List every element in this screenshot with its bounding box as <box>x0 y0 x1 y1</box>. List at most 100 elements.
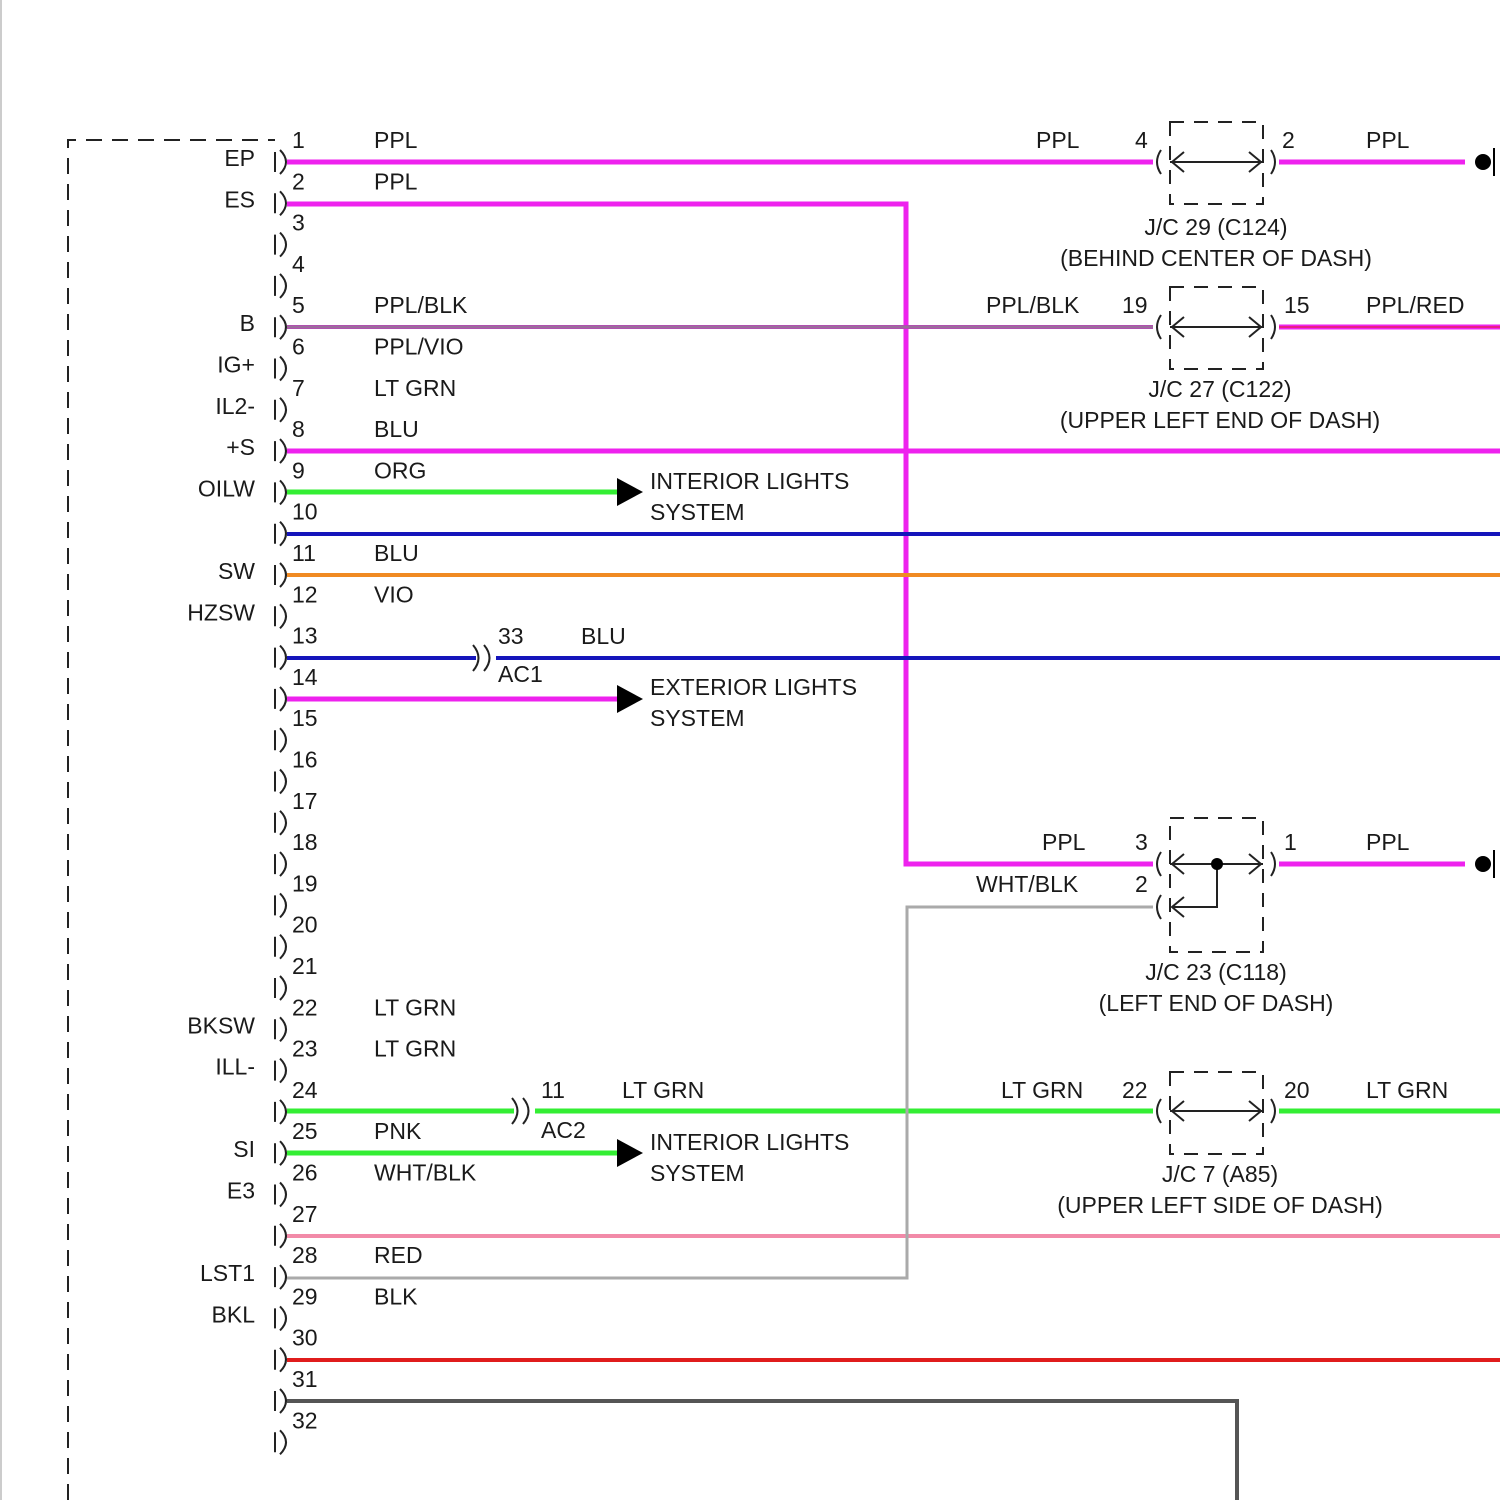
ac1-pin: 33 <box>498 623 524 649</box>
jc27-left-pin: 19 <box>1122 292 1148 318</box>
pin-number: 14 <box>292 664 318 690</box>
pin-number: 32 <box>292 1407 318 1433</box>
pin-number: 27 <box>292 1201 318 1227</box>
pin-terminal-symbol <box>275 1348 286 1372</box>
pin-number: 2 <box>292 168 305 194</box>
ac2-connector-symbol <box>512 1098 529 1124</box>
pin-terminal-name: ES <box>224 186 255 212</box>
pin-number: 6 <box>292 334 305 360</box>
jc23-block <box>1157 818 1275 952</box>
pin-number: 22 <box>292 994 318 1020</box>
arrow-interior-lights-2 <box>617 1139 643 1167</box>
jc7-right-wire: LT GRN <box>1366 1077 1448 1103</box>
pin-terminal-symbol <box>275 811 286 835</box>
pin-wire-color: LT GRN <box>374 375 456 401</box>
jc23-left-wire-b: WHT/BLK <box>976 871 1079 897</box>
pin-terminal-symbol <box>275 439 286 463</box>
pin-number: 13 <box>292 623 318 649</box>
pin-number: 30 <box>292 1325 318 1351</box>
pin-terminal-symbol <box>275 728 286 752</box>
jc27-location: (UPPER LEFT END OF DASH) <box>1060 407 1380 433</box>
arrow-interior-lights-1 <box>617 478 643 506</box>
pin-number: 23 <box>292 1036 318 1062</box>
pin-number: 16 <box>292 747 318 773</box>
pin-terminal-symbol <box>275 1224 286 1248</box>
ac2-pin: 11 <box>541 1077 565 1103</box>
pin-terminal-symbol <box>275 563 286 587</box>
pin-number: 24 <box>292 1077 318 1103</box>
jc7-left-pin: 22 <box>1122 1077 1148 1103</box>
terminal-marker-1 <box>1475 148 1494 176</box>
pin-number: 29 <box>292 1283 318 1309</box>
interior-lights-1-line1: INTERIOR LIGHTS <box>650 468 849 494</box>
pin-terminal-symbol <box>275 1389 286 1413</box>
jc7-title: J/C 7 (A85) <box>1162 1161 1278 1187</box>
pin-terminal-symbol <box>275 315 286 339</box>
pin-terminal-symbol <box>275 1183 286 1207</box>
ac1-wire: BLU <box>581 623 626 649</box>
pin-terminal-name: EP <box>224 145 255 171</box>
terminal-marker-2 <box>1475 850 1494 878</box>
jc23-left-pin-b: 2 <box>1135 871 1148 897</box>
pin-terminal-symbol <box>275 935 286 959</box>
wire-pin29-blk <box>287 1401 1237 1500</box>
jc23-left-pin-a: 3 <box>1135 829 1148 855</box>
pin-wire-color: VIO <box>374 581 414 607</box>
pin-wire-color: BLU <box>374 416 419 442</box>
pin-number: 21 <box>292 953 318 979</box>
pin-terminal-name: SW <box>218 558 255 584</box>
pin-terminal-symbol <box>275 770 286 794</box>
pin-number: 26 <box>292 1160 318 1186</box>
pin-terminal-symbol <box>275 1059 286 1083</box>
jc29-title: J/C 29 (C124) <box>1144 214 1287 240</box>
pin-terminal-name: IG+ <box>217 352 255 378</box>
pin-wire-color: RED <box>374 1242 423 1268</box>
jc23-splice-dot <box>1211 858 1223 870</box>
pin-terminal-symbol <box>275 150 286 174</box>
pin-terminal-name: ILL- <box>215 1054 255 1080</box>
pin-wire-color: PPL <box>374 168 418 194</box>
pin-terminal-symbol <box>275 274 286 298</box>
pin-terminal-name: +S <box>226 434 255 460</box>
pin-terminal-symbol <box>275 893 286 917</box>
pin-terminal-symbol <box>275 1017 286 1041</box>
pin-wire-color: BLK <box>374 1283 418 1309</box>
pin-terminal-name: BKL <box>212 1301 256 1327</box>
jc7-location: (UPPER LEFT SIDE OF DASH) <box>1057 1192 1382 1218</box>
jc23-right-wire: PPL <box>1366 829 1410 855</box>
pin-terminal-symbol <box>275 687 286 711</box>
jc27-block <box>1157 287 1275 369</box>
pin-terminal-name: B <box>240 310 255 336</box>
jc29-right-wire: PPL <box>1366 127 1410 153</box>
pin-number: 10 <box>292 499 318 525</box>
ac1-name: AC1 <box>498 661 543 687</box>
jc27-right-wire: PPL/RED <box>1366 292 1464 318</box>
pin-number: 11 <box>292 540 316 566</box>
pin-wire-color: WHT/BLK <box>374 1160 477 1186</box>
jc29-right-pin: 2 <box>1282 127 1295 153</box>
pin-number: 4 <box>292 251 305 277</box>
pin-terminal-symbol <box>275 233 286 257</box>
arrow-exterior-lights <box>617 685 643 713</box>
pin-number: 31 <box>292 1366 318 1392</box>
pin-wire-color: PPL <box>374 127 418 153</box>
pin-wire-color: BLU <box>374 540 419 566</box>
pin-wire-color: ORG <box>374 457 426 483</box>
pin-terminal-name: OILW <box>198 475 255 501</box>
pin-terminal-symbol <box>275 191 286 215</box>
pin-number: 17 <box>292 788 318 814</box>
exterior-lights-line1: EXTERIOR LIGHTS <box>650 674 857 700</box>
jc27-title: J/C 27 (C122) <box>1148 376 1291 402</box>
interior-lights-2-line1: INTERIOR LIGHTS <box>650 1129 849 1155</box>
jc29-left-wire: PPL <box>1036 127 1080 153</box>
pin-terminal-name: IL2- <box>215 393 255 419</box>
pin-number: 7 <box>292 375 305 401</box>
jc27-left-wire: PPL/BLK <box>986 292 1080 318</box>
pin-number: 12 <box>292 581 318 607</box>
pin-number: 3 <box>292 210 305 236</box>
pin-terminal-symbol <box>275 1306 286 1330</box>
pin-number: 19 <box>292 870 318 896</box>
pin-terminal-symbol <box>275 1265 286 1289</box>
ac2-name: AC2 <box>541 1117 586 1143</box>
